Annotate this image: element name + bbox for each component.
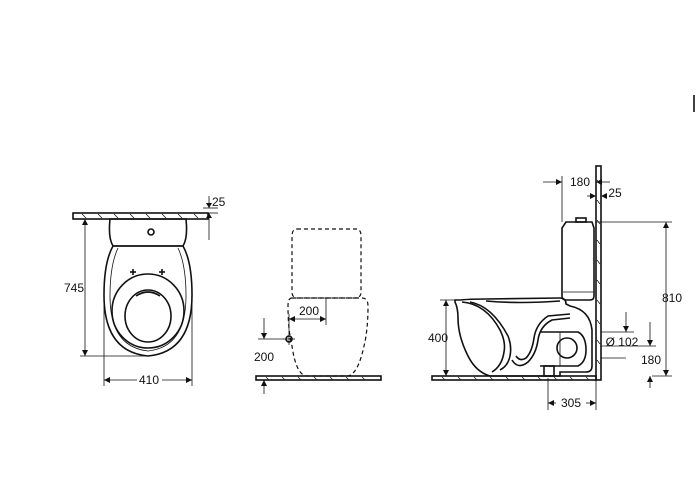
- dim-side-offset: 200: [299, 304, 319, 318]
- dim-outlet-height: 180: [641, 353, 661, 367]
- profile-view: 180 25 810 400 Ø 102 180: [428, 165, 682, 410]
- bowl-outline: [103, 245, 193, 357]
- front-view: 25 745 410: [64, 195, 226, 387]
- profile-bowl: [454, 297, 593, 377]
- side-view: 200 200: [254, 228, 382, 394]
- dim-tank-depth: 180: [570, 175, 590, 189]
- dim-front-top-offset: 25: [212, 195, 226, 209]
- wall: [595, 165, 602, 381]
- seat-opening: [124, 289, 172, 343]
- tank-dashed-outline: [291, 228, 362, 299]
- dim-profile-height: 810: [662, 291, 682, 305]
- dim-outlet-depth: 305: [561, 396, 581, 410]
- fixing-cross-right: [159, 269, 165, 275]
- wall-plate: [72, 212, 209, 220]
- flush-button: [147, 228, 155, 236]
- floor: [255, 375, 382, 381]
- seat: [111, 273, 185, 349]
- fixing-cross-left: [130, 269, 136, 275]
- profile-tank: [561, 221, 595, 301]
- dim-wall-gap: 25: [608, 186, 622, 200]
- dim-bowl-height: 400: [428, 331, 448, 345]
- dim-outlet-diameter: Ø 102: [606, 335, 639, 349]
- dim-side-height: 200: [254, 350, 274, 364]
- dim-front-height: 745: [64, 281, 84, 295]
- outlet-pipe: [540, 331, 587, 367]
- dim-front-width: 410: [139, 373, 159, 387]
